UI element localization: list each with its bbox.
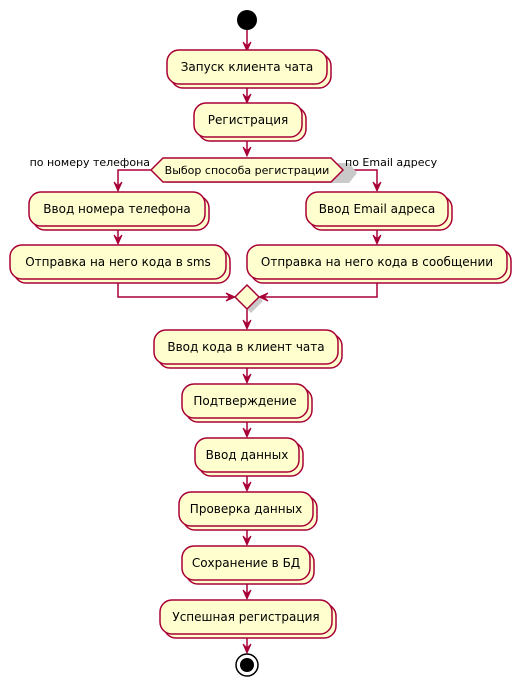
node-registration-label: Регистрация [208, 113, 288, 127]
arrowhead [242, 319, 252, 331]
arrowhead [242, 589, 252, 601]
arrowhead [242, 373, 252, 385]
start-node [237, 10, 257, 30]
node-launch: Запуск клиента чата [166, 49, 332, 89]
node-success-label: Успешная регистрация [172, 610, 319, 624]
node-sms-send-label: Отправка на него кода в sms [25, 255, 211, 269]
arrowhead [113, 181, 123, 193]
node-launch-label: Запуск клиента чата [181, 60, 314, 74]
node-sms-send: Отправка на него кода в sms [9, 244, 231, 284]
decision-node: Выбор способа регистрации [149, 157, 357, 183]
node-email-input: Ввод Email адреса [305, 191, 453, 231]
edge-sms-merge [117, 279, 234, 298]
node-confirmation-label: Подтверждение [193, 394, 296, 408]
node-email-send-label: Отправка на него кода в сообщении [261, 255, 493, 269]
node-confirmation: Подтверждение [181, 383, 313, 423]
node-code-input-label: Ввод кода в клиент чата [167, 340, 324, 354]
node-data-check-label: Проверка данных [190, 502, 302, 516]
node-code-input: Ввод кода в клиент чата [153, 329, 343, 369]
end-node [235, 653, 259, 677]
arrowhead [242, 93, 252, 105]
edges [113, 30, 382, 655]
arrowhead [113, 234, 123, 246]
node-success: Успешная регистрация [159, 599, 337, 639]
arrowhead [242, 427, 252, 439]
arrowhead [242, 535, 252, 547]
node-email-send: Отправка на него кода в сообщении [246, 244, 512, 284]
edge-send-merge [260, 279, 378, 298]
node-db-save-label: Сохранение в БД [192, 556, 300, 570]
node-data-input-label: Ввод данных [206, 448, 289, 462]
node-registration: Регистрация [193, 102, 307, 142]
arrowhead [372, 234, 382, 246]
node-email-input-label: Ввод Email адреса [319, 202, 435, 216]
arrowhead [242, 643, 252, 655]
arrowhead [225, 292, 237, 302]
arrowhead [242, 481, 252, 493]
branch-label-phone: по номеру телефона [30, 156, 150, 169]
merge-node [233, 283, 263, 313]
node-db-save: Сохранение в БД [181, 545, 315, 585]
arrowhead [242, 41, 252, 53]
node-data-input: Ввод данных [194, 437, 304, 477]
arrowhead [372, 181, 382, 193]
arrowhead [242, 146, 252, 158]
node-phone-input: Ввод номера телефона [28, 191, 210, 231]
edge-decision-phone [117, 169, 151, 190]
node-data-check: Проверка данных [178, 491, 318, 531]
arrowhead [257, 292, 269, 302]
branch-label-email: по Email адресу [345, 156, 438, 169]
node-phone-input-label: Ввод номера телефона [43, 202, 190, 216]
decision-label: Выбор способа регистрации [165, 164, 330, 177]
